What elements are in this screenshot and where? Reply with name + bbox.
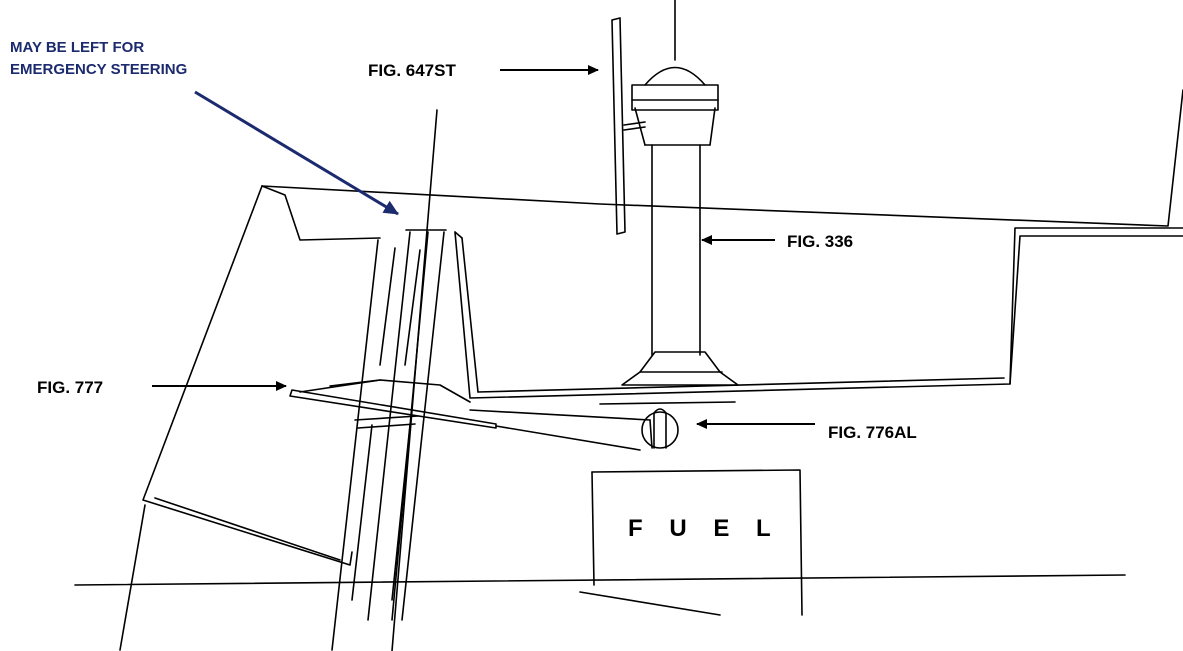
fuel-tank: [591, 469, 803, 616]
rudder-post: [331, 109, 447, 651]
fig-647st-label: FIG. 647ST: [368, 61, 456, 80]
fuel-label: F U E L: [628, 515, 781, 542]
note-line-2: EMERGENCY STEERING: [10, 61, 188, 78]
note-line-1: MAY BE LEFT FOR: [10, 39, 145, 56]
waterline: [74, 504, 1126, 651]
emergency-steering-arrow: [194, 90, 399, 216]
cockpit-outline: [142, 89, 1183, 566]
fig-336-pedestal: [621, 0, 739, 386]
fig-777-plate: [289, 379, 653, 451]
fig-776al-shackle: [599, 401, 736, 449]
emergency-steering-note: MAY BE LEFT FOR EMERGENCY STEERING: [10, 37, 187, 81]
fig-336-label: FIG. 336: [787, 232, 854, 251]
fig-777-label: FIG. 777: [37, 378, 104, 397]
fig-776al-label: FIG. 776AL: [828, 423, 917, 442]
fig-647st-wheel: [611, 17, 646, 235]
leader-arrows: [152, 65, 815, 429]
